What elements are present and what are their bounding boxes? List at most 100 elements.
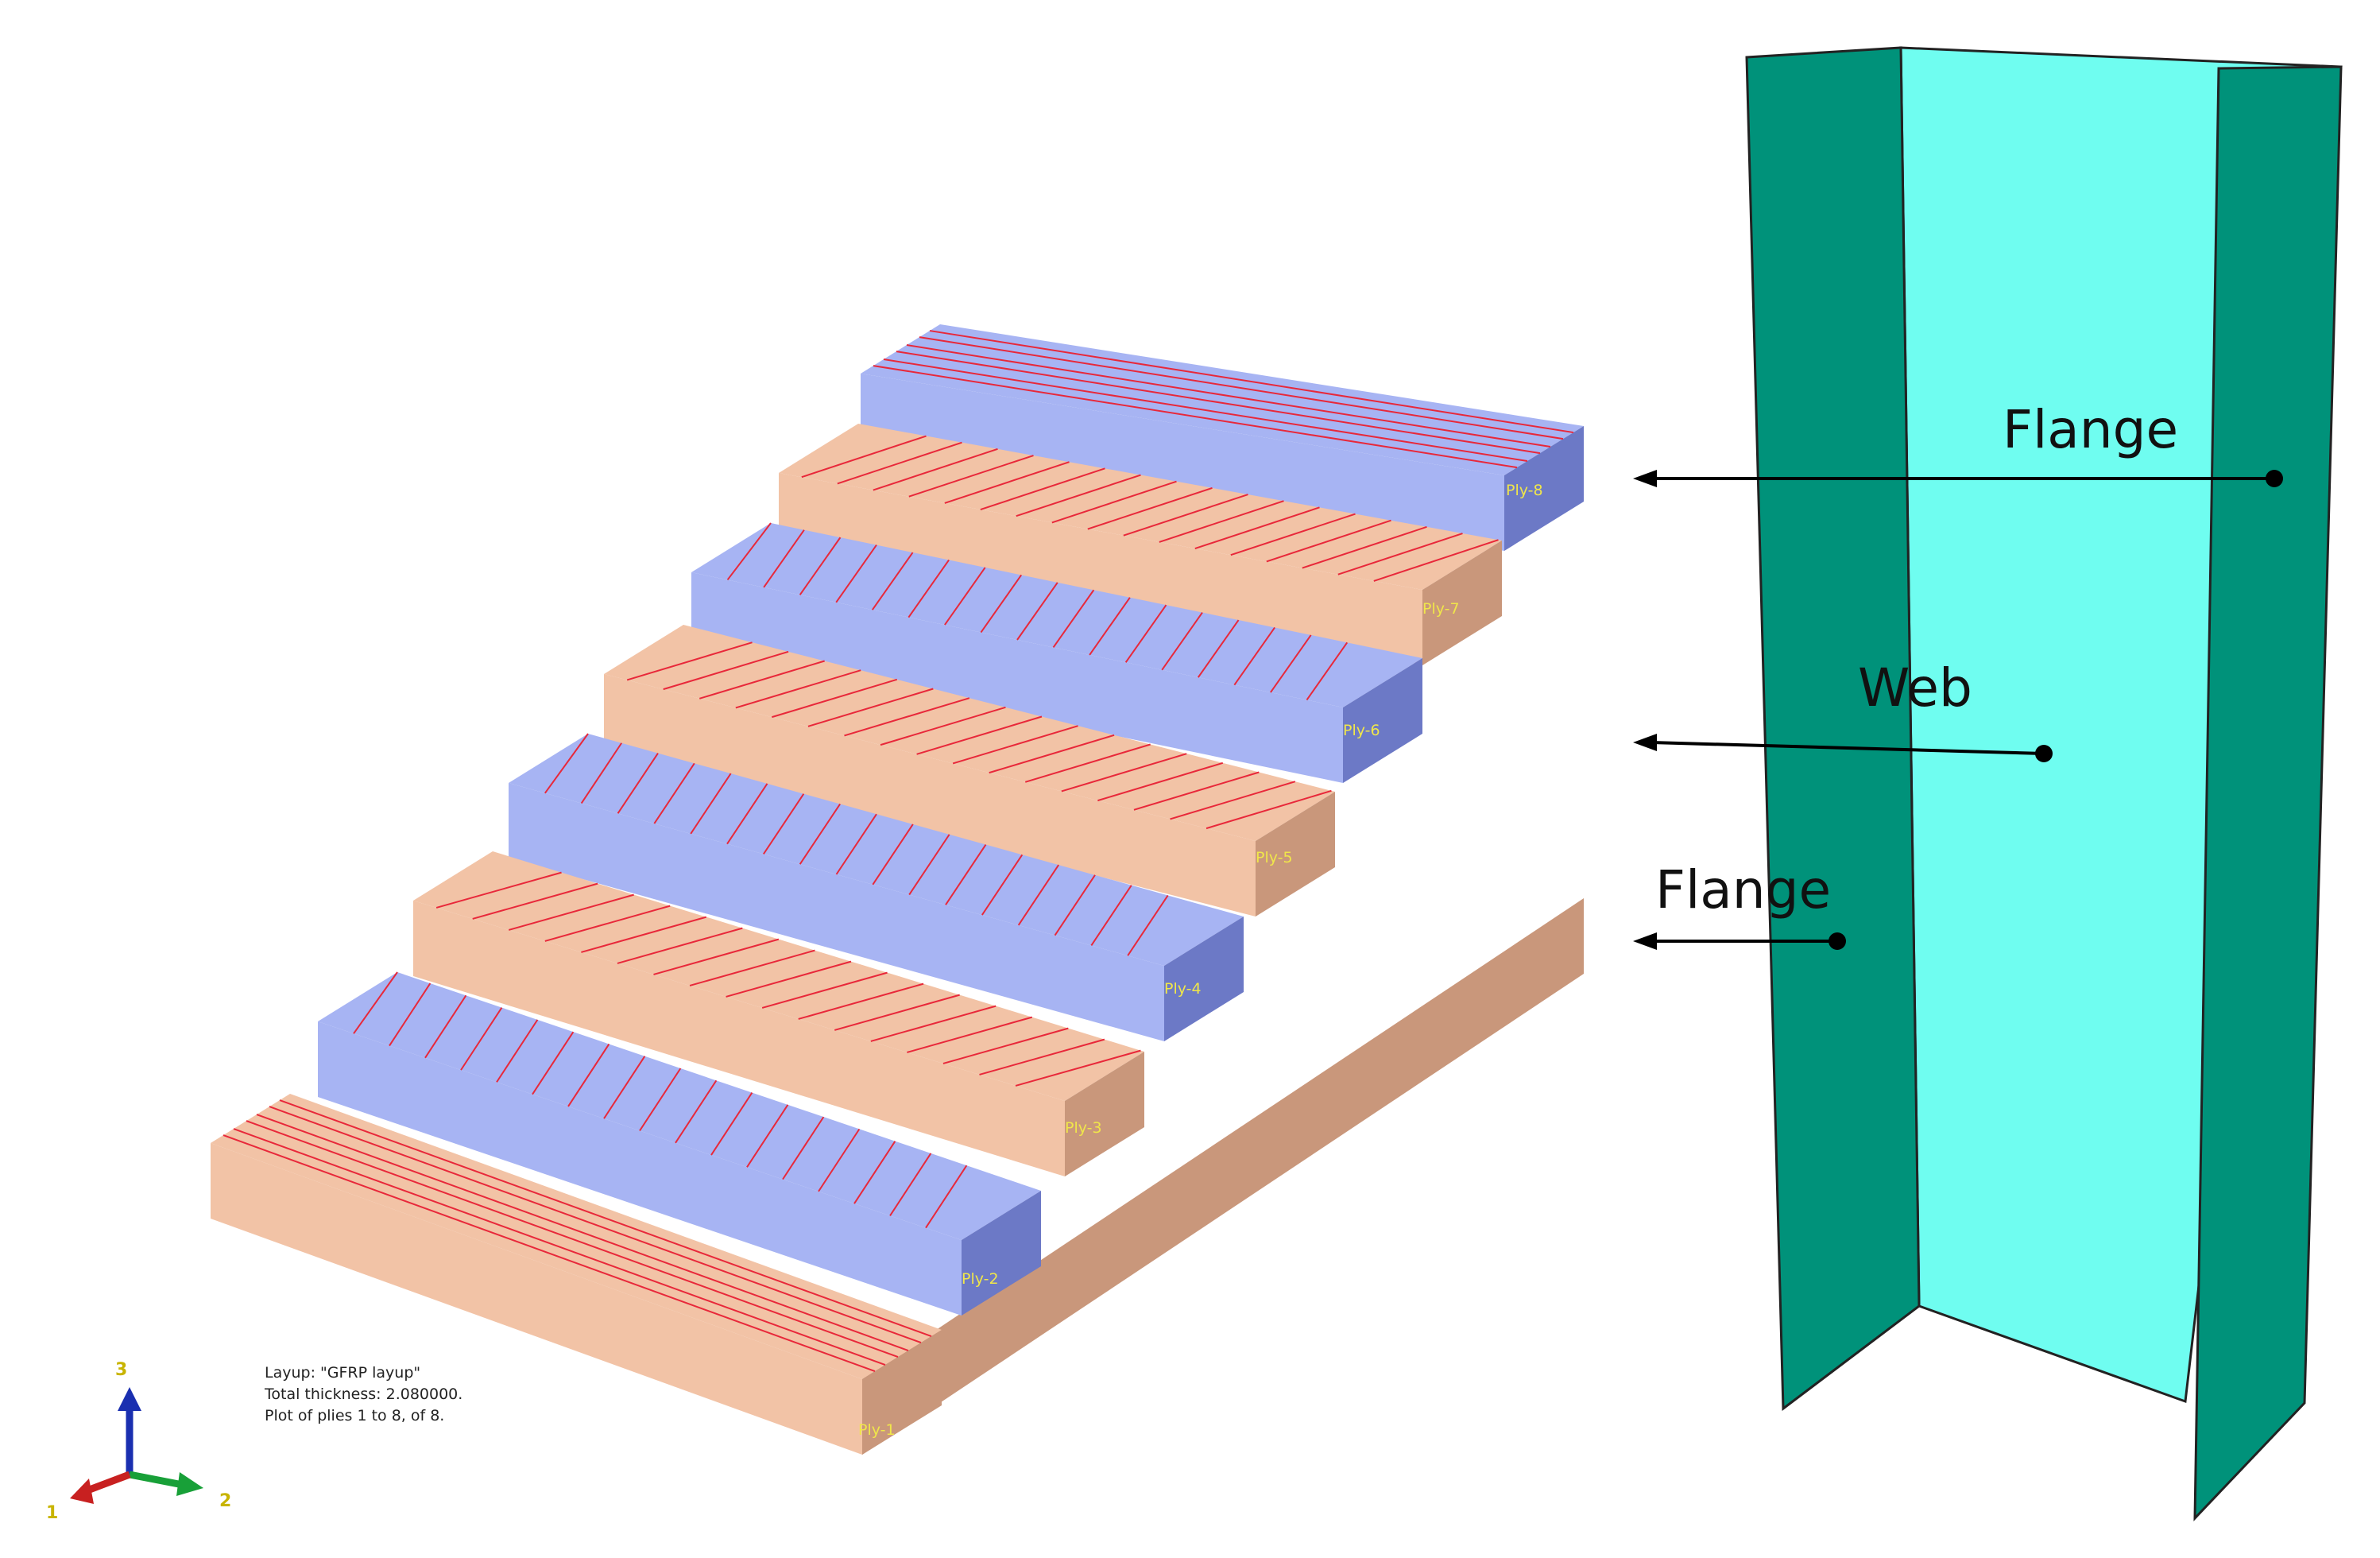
axis-3-label: 3 xyxy=(115,1360,127,1380)
ply-6-front-face xyxy=(691,572,1343,783)
ply-2-fiber-line xyxy=(818,1128,861,1192)
ply-2-side-face xyxy=(962,1191,1041,1316)
ply-3-fiber-line xyxy=(798,982,924,1020)
ply-4-side-face xyxy=(1164,917,1244,1041)
ply-1-fiber-line xyxy=(223,1134,876,1373)
ply-7-fiber-line xyxy=(837,441,962,485)
stack-right-side xyxy=(862,898,1584,1455)
ply-3-fiber-line xyxy=(979,1038,1105,1075)
axis-2-line xyxy=(129,1471,184,1489)
ply-7-fiber-line xyxy=(1087,486,1213,530)
callouts: Flange Web Flange xyxy=(1633,399,2283,950)
ply-2-fiber-line xyxy=(889,1153,932,1216)
ply-3-fiber-line xyxy=(617,927,743,964)
top-flange-label: Flange xyxy=(2003,399,2178,460)
ply-6-fiber-line xyxy=(1233,626,1275,686)
ply-2-fiber-line xyxy=(782,1116,825,1180)
ply-7-fiber-line xyxy=(1230,513,1356,556)
ply-7-fiber-line xyxy=(1302,525,1427,569)
ply-7-fiber-line xyxy=(908,455,1034,498)
ply-5-fiber-line xyxy=(1024,743,1151,783)
ply-7-fiber-line xyxy=(1337,533,1463,576)
ply-3-side-face xyxy=(1065,1052,1144,1176)
axis-1-line xyxy=(86,1471,131,1494)
bottom-flange-arrowhead xyxy=(1633,932,1657,950)
ply-4-fiber-line xyxy=(763,793,805,855)
web-arrow xyxy=(1651,741,2045,755)
ply-stack xyxy=(211,324,1584,1455)
ply-4-fiber-line xyxy=(945,843,987,905)
ply-2-fiber-line xyxy=(460,1007,503,1071)
ply-6-fiber-line xyxy=(1161,612,1203,671)
ply-6-label: Ply-6 xyxy=(1343,722,1380,739)
ply-6-fiber-line xyxy=(1270,634,1312,693)
ply-4-fiber-line xyxy=(653,762,695,824)
ply-3-top-face xyxy=(413,851,1144,1101)
ply-3-fiber-line xyxy=(689,949,815,986)
bottom-flange-dot xyxy=(1829,932,1846,950)
ply-6-fiber-line xyxy=(799,537,842,595)
ply-5-fiber-line xyxy=(699,660,825,700)
ply-7-fiber-line xyxy=(1194,506,1320,550)
layup-info: Layup: "GFRP layup" Total thickness: 2.0… xyxy=(264,1364,462,1424)
ply-6-fiber-line xyxy=(1306,641,1349,701)
left-flange-panel xyxy=(1745,46,1921,1411)
ply-2-top-face xyxy=(318,972,1041,1240)
ply-4-fiber-line xyxy=(799,803,841,865)
ply-6-fiber-line xyxy=(1052,589,1095,649)
ply-1-fiber-line xyxy=(279,1099,932,1338)
ply-2-fiber-line xyxy=(853,1141,896,1204)
ply-6-fiber-line xyxy=(726,522,772,581)
ply-5-fiber-line xyxy=(735,669,861,709)
ply-7-fiber-line xyxy=(1266,519,1391,563)
ply-4-fiber-line xyxy=(835,813,877,875)
ply-5-fiber-line xyxy=(663,650,789,691)
ply-5-fiber-line xyxy=(989,734,1115,774)
plot-plies-text: Plot of plies 1 to 8, of 8. xyxy=(265,1407,444,1424)
ply-7-fiber-line xyxy=(801,435,927,479)
ply-3-fiber-line xyxy=(761,971,888,1009)
layup-name-text: Layup: "GFRP layup" xyxy=(265,1364,420,1382)
top-flange-dot xyxy=(2266,470,2283,487)
ply-5-fiber-line xyxy=(1133,771,1260,811)
ply-8-front-face xyxy=(861,374,1504,551)
ply-labels: Ply-1 Ply-2 Ply-3 Ply-4 Ply-5 Ply-6 Ply-… xyxy=(858,482,1543,1439)
ply-3-fiber-line xyxy=(472,882,598,920)
ply-2-fiber-line xyxy=(603,1056,646,1119)
web-arrowhead xyxy=(1633,734,1657,751)
ply-3-fiber-line xyxy=(907,1016,1033,1053)
ply-7-top-face xyxy=(779,424,1502,590)
ply-1-top-face xyxy=(211,1094,942,1379)
ply-4-fiber-line xyxy=(908,834,950,896)
ply-6-fiber-line xyxy=(1124,604,1167,663)
axis-3-arrowhead xyxy=(118,1387,141,1411)
ply-1-side-face xyxy=(862,1330,942,1455)
ply-7-fiber-line xyxy=(1373,539,1499,582)
ply-7-fiber-line xyxy=(944,461,1070,504)
ply-4-top-face xyxy=(509,734,1244,966)
ply-3-fiber-line xyxy=(508,893,634,931)
ply-7-fiber-line xyxy=(1123,494,1248,537)
ply-7-label: Ply-7 xyxy=(1422,600,1460,618)
ply-8-fiber-line xyxy=(883,358,1528,463)
ply-4-fiber-line xyxy=(872,824,914,886)
ply-3-fiber-line xyxy=(544,905,671,942)
web-label: Web xyxy=(1858,657,1972,719)
ply-1-fiber-line xyxy=(269,1106,922,1344)
ply-2-fiber-line xyxy=(389,982,431,1047)
ply-5-fiber-line xyxy=(844,697,970,737)
ply-6-fiber-line xyxy=(1089,597,1131,656)
ply-5-label: Ply-5 xyxy=(1256,849,1293,866)
ply-3-fiber-line xyxy=(870,1005,997,1042)
ply-5-fiber-line xyxy=(916,715,1043,755)
ply-4-label: Ply-4 xyxy=(1164,980,1202,998)
ply-3-fiber-line xyxy=(726,960,852,998)
axis-1-arrowhead xyxy=(70,1479,94,1504)
ply-6-fiber-line xyxy=(1197,619,1240,678)
ply-2-fiber-line xyxy=(639,1068,682,1132)
ply-8-side-face xyxy=(1504,426,1584,551)
ply-5-fiber-line xyxy=(626,641,753,681)
c-channel-section xyxy=(1745,46,2343,1521)
ply-4-fiber-line xyxy=(544,733,589,794)
